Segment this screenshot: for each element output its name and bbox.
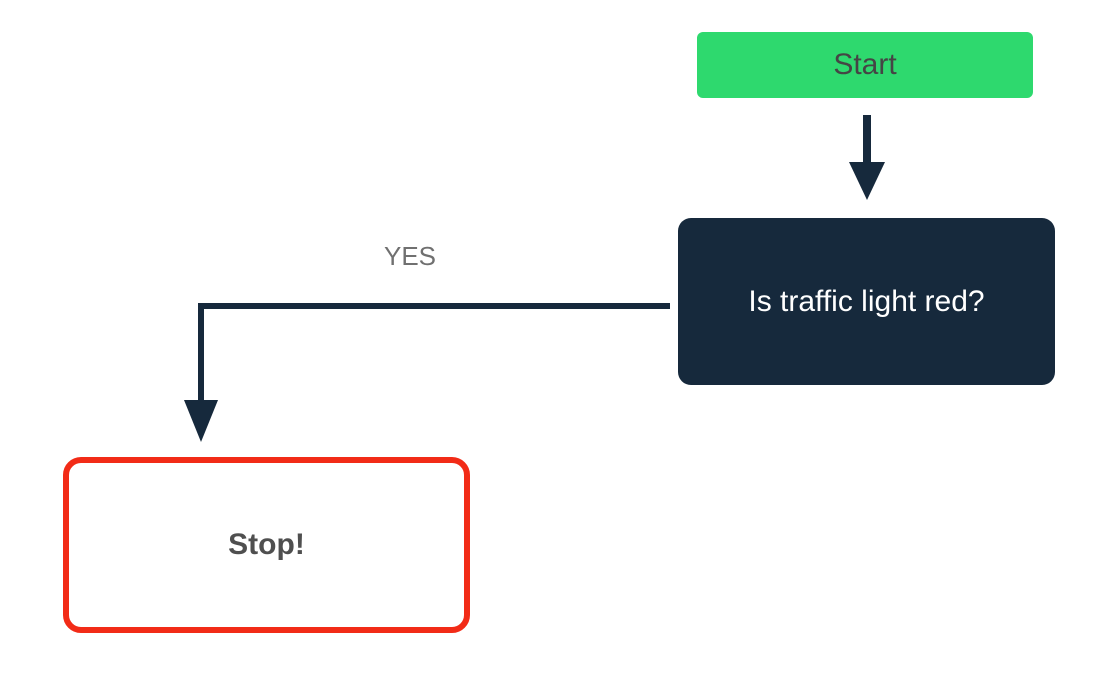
edge-decision-to-stop-horizontal-line bbox=[198, 303, 670, 309]
stop-node-label: Stop! bbox=[228, 528, 305, 561]
arrow-down-icon bbox=[849, 162, 885, 200]
flowchart-node-start: Start bbox=[697, 32, 1033, 98]
start-node-label: Start bbox=[833, 48, 897, 81]
edge-label-yes: YES bbox=[383, 241, 437, 271]
edge-decision-to-stop-vertical-line bbox=[198, 303, 204, 402]
flowchart-node-decision: Is traffic light red? bbox=[678, 218, 1055, 385]
flowchart-node-stop: Stop! bbox=[63, 457, 470, 633]
decision-node-label: Is traffic light red? bbox=[748, 284, 985, 318]
edge-start-to-decision-line bbox=[863, 115, 871, 164]
arrow-down-icon bbox=[184, 400, 218, 442]
